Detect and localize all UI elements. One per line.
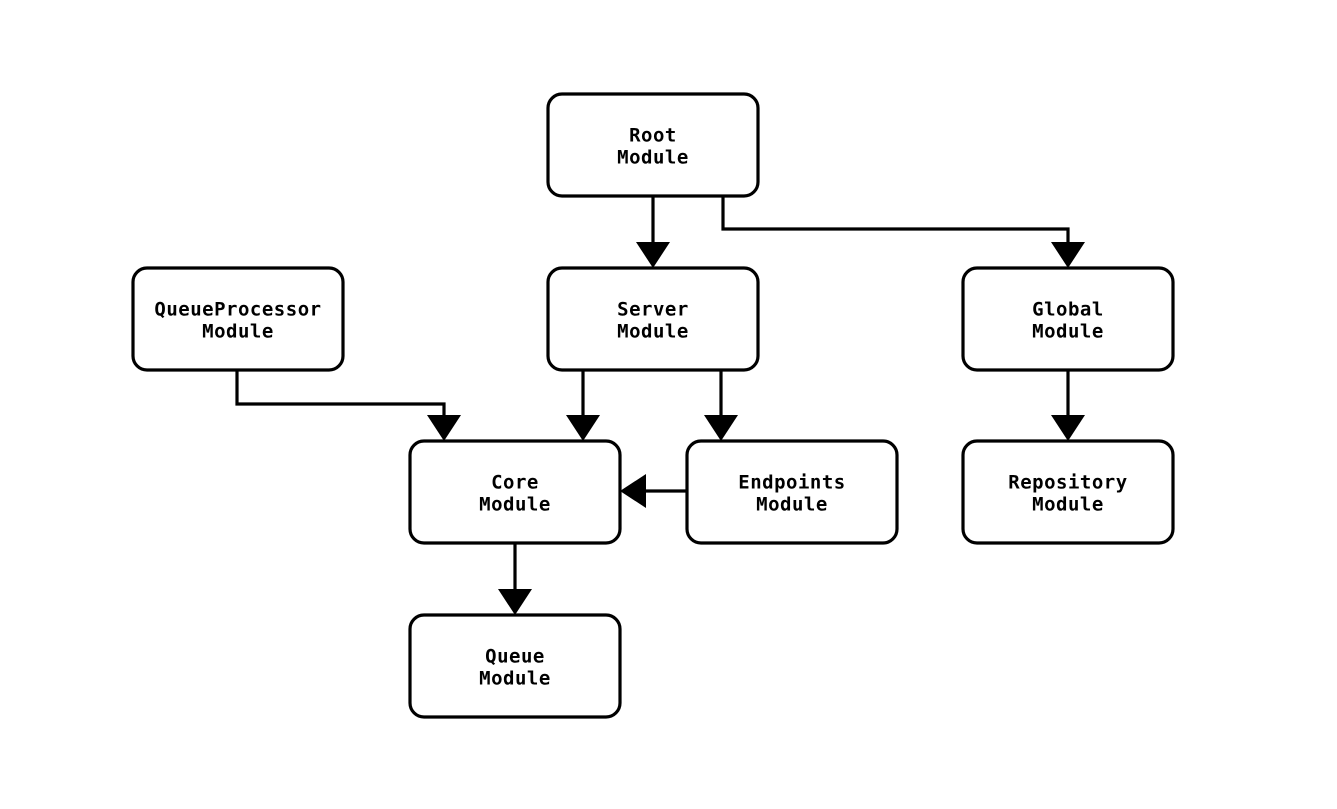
node-repository-module[interactable]: Repository Module xyxy=(961,439,1175,545)
node-repository-module-label-line2: Module xyxy=(1032,494,1104,516)
edge-queueprocessor-to-core-path xyxy=(235,370,446,428)
node-queue-module[interactable]: Queue Module xyxy=(408,613,622,719)
edge-queueprocessor-to-core xyxy=(235,370,461,441)
edge-root-to-server xyxy=(636,196,670,268)
edge-core-to-queue xyxy=(498,543,532,615)
node-server-module-label-line2: Module xyxy=(617,321,689,343)
arrowhead-root-to-server xyxy=(636,242,670,268)
node-core-module-label-line2: Module xyxy=(479,494,551,516)
edge-server-to-core xyxy=(566,370,600,441)
node-core-module[interactable]: Core Module xyxy=(408,439,622,545)
node-queue-module-label-line1: Queue xyxy=(485,646,545,668)
node-root-module-label-line2: Module xyxy=(617,147,689,169)
edge-root-to-global xyxy=(721,196,1085,268)
node-layer: Root Module QueueProcessor Module Server… xyxy=(131,92,1175,719)
node-queue-module-box[interactable] xyxy=(408,613,622,719)
node-queueprocessor-module-label-line1: QueueProcessor xyxy=(154,299,321,321)
node-endpoints-module-label-line1: Endpoints xyxy=(738,472,845,494)
edge-endpoints-to-core xyxy=(620,474,687,508)
node-root-module-label-line1: Root xyxy=(629,125,677,147)
node-root-module-box[interactable] xyxy=(546,92,760,198)
arrowhead-endpoints-to-core xyxy=(620,474,646,508)
node-root-module[interactable]: Root Module xyxy=(546,92,760,198)
node-queueprocessor-module[interactable]: QueueProcessor Module xyxy=(131,266,345,372)
arrowhead-global-to-repository xyxy=(1051,415,1085,441)
node-queueprocessor-module-label-line2: Module xyxy=(202,321,274,343)
node-endpoints-module-label-line2: Module xyxy=(756,494,828,516)
node-repository-module-box[interactable] xyxy=(961,439,1175,545)
node-server-module[interactable]: Server Module xyxy=(546,266,760,372)
edge-layer xyxy=(235,196,1085,615)
node-queue-module-label-line2: Module xyxy=(479,668,551,690)
node-repository-module-label-line1: Repository xyxy=(1008,472,1127,494)
edge-server-to-endpoints xyxy=(704,370,738,441)
node-global-module-label-line1: Global xyxy=(1032,299,1104,321)
node-global-module[interactable]: Global Module xyxy=(961,266,1175,372)
node-queueprocessor-module-box[interactable] xyxy=(131,266,345,372)
arrowhead-root-to-global xyxy=(1051,242,1085,268)
arrowhead-server-to-endpoints xyxy=(704,415,738,441)
node-server-module-label-line1: Server xyxy=(617,299,689,321)
edge-global-to-repository xyxy=(1051,370,1085,441)
arrowhead-core-to-queue xyxy=(498,589,532,615)
node-core-module-box[interactable] xyxy=(408,439,622,545)
arrowhead-server-to-core xyxy=(566,415,600,441)
node-global-module-box[interactable] xyxy=(961,266,1175,372)
node-endpoints-module-box[interactable] xyxy=(685,439,899,545)
node-endpoints-module[interactable]: Endpoints Module xyxy=(685,439,899,545)
node-global-module-label-line2: Module xyxy=(1032,321,1104,343)
node-core-module-label-line1: Core xyxy=(491,472,539,494)
edge-root-to-global-path xyxy=(721,196,1070,255)
arrowhead-queueprocessor-to-core xyxy=(427,415,461,441)
node-server-module-box[interactable] xyxy=(546,266,760,372)
